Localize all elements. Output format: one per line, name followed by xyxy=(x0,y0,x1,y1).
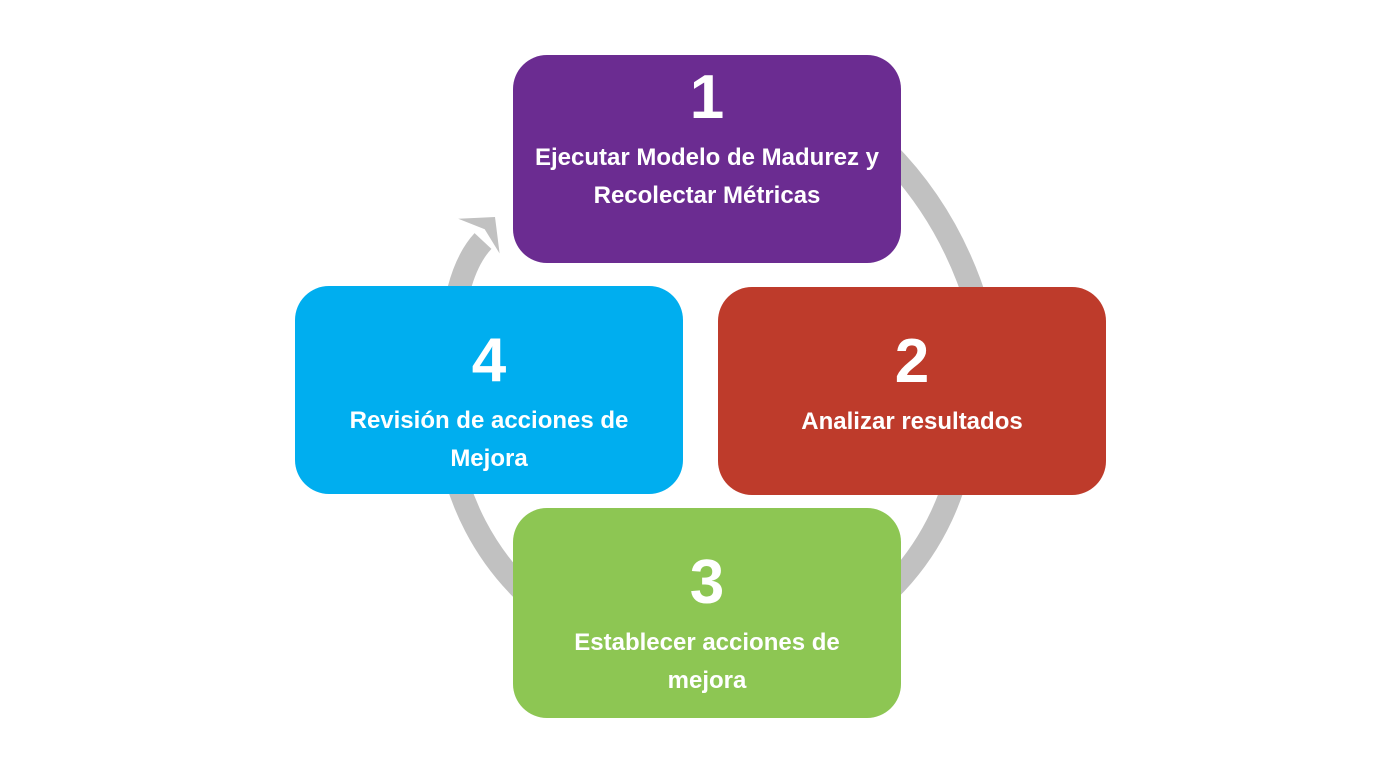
step-box-4: 4 Revisión de acciones de Mejora xyxy=(295,286,683,494)
step-box-1: 1 Ejecutar Modelo de Madurez y Recolecta… xyxy=(513,55,901,263)
step-number-3: 3 xyxy=(689,548,725,617)
step-number-2: 2 xyxy=(894,327,930,396)
step-label-3-line-2: mejora xyxy=(667,667,747,694)
step-box-2: 2 Analizar resultados xyxy=(718,287,1106,495)
step-label-3-line-1: Establecer acciones de xyxy=(574,629,840,656)
step-number-4: 4 xyxy=(471,326,507,395)
step-label-4-line-2: Mejora xyxy=(450,445,528,472)
step-label-1-line-1: Ejecutar Modelo de Madurez y xyxy=(534,144,880,171)
step-label-1-line-2: Recolectar Métricas xyxy=(593,182,821,209)
step-number-1: 1 xyxy=(689,63,725,132)
arrowhead-icon xyxy=(458,217,500,254)
step-label-4-line-1: Revisión de acciones de xyxy=(349,407,629,434)
step-box-3: 3 Establecer acciones de mejora xyxy=(513,508,901,718)
step-label-2-line-1: Analizar resultados xyxy=(801,408,1023,435)
